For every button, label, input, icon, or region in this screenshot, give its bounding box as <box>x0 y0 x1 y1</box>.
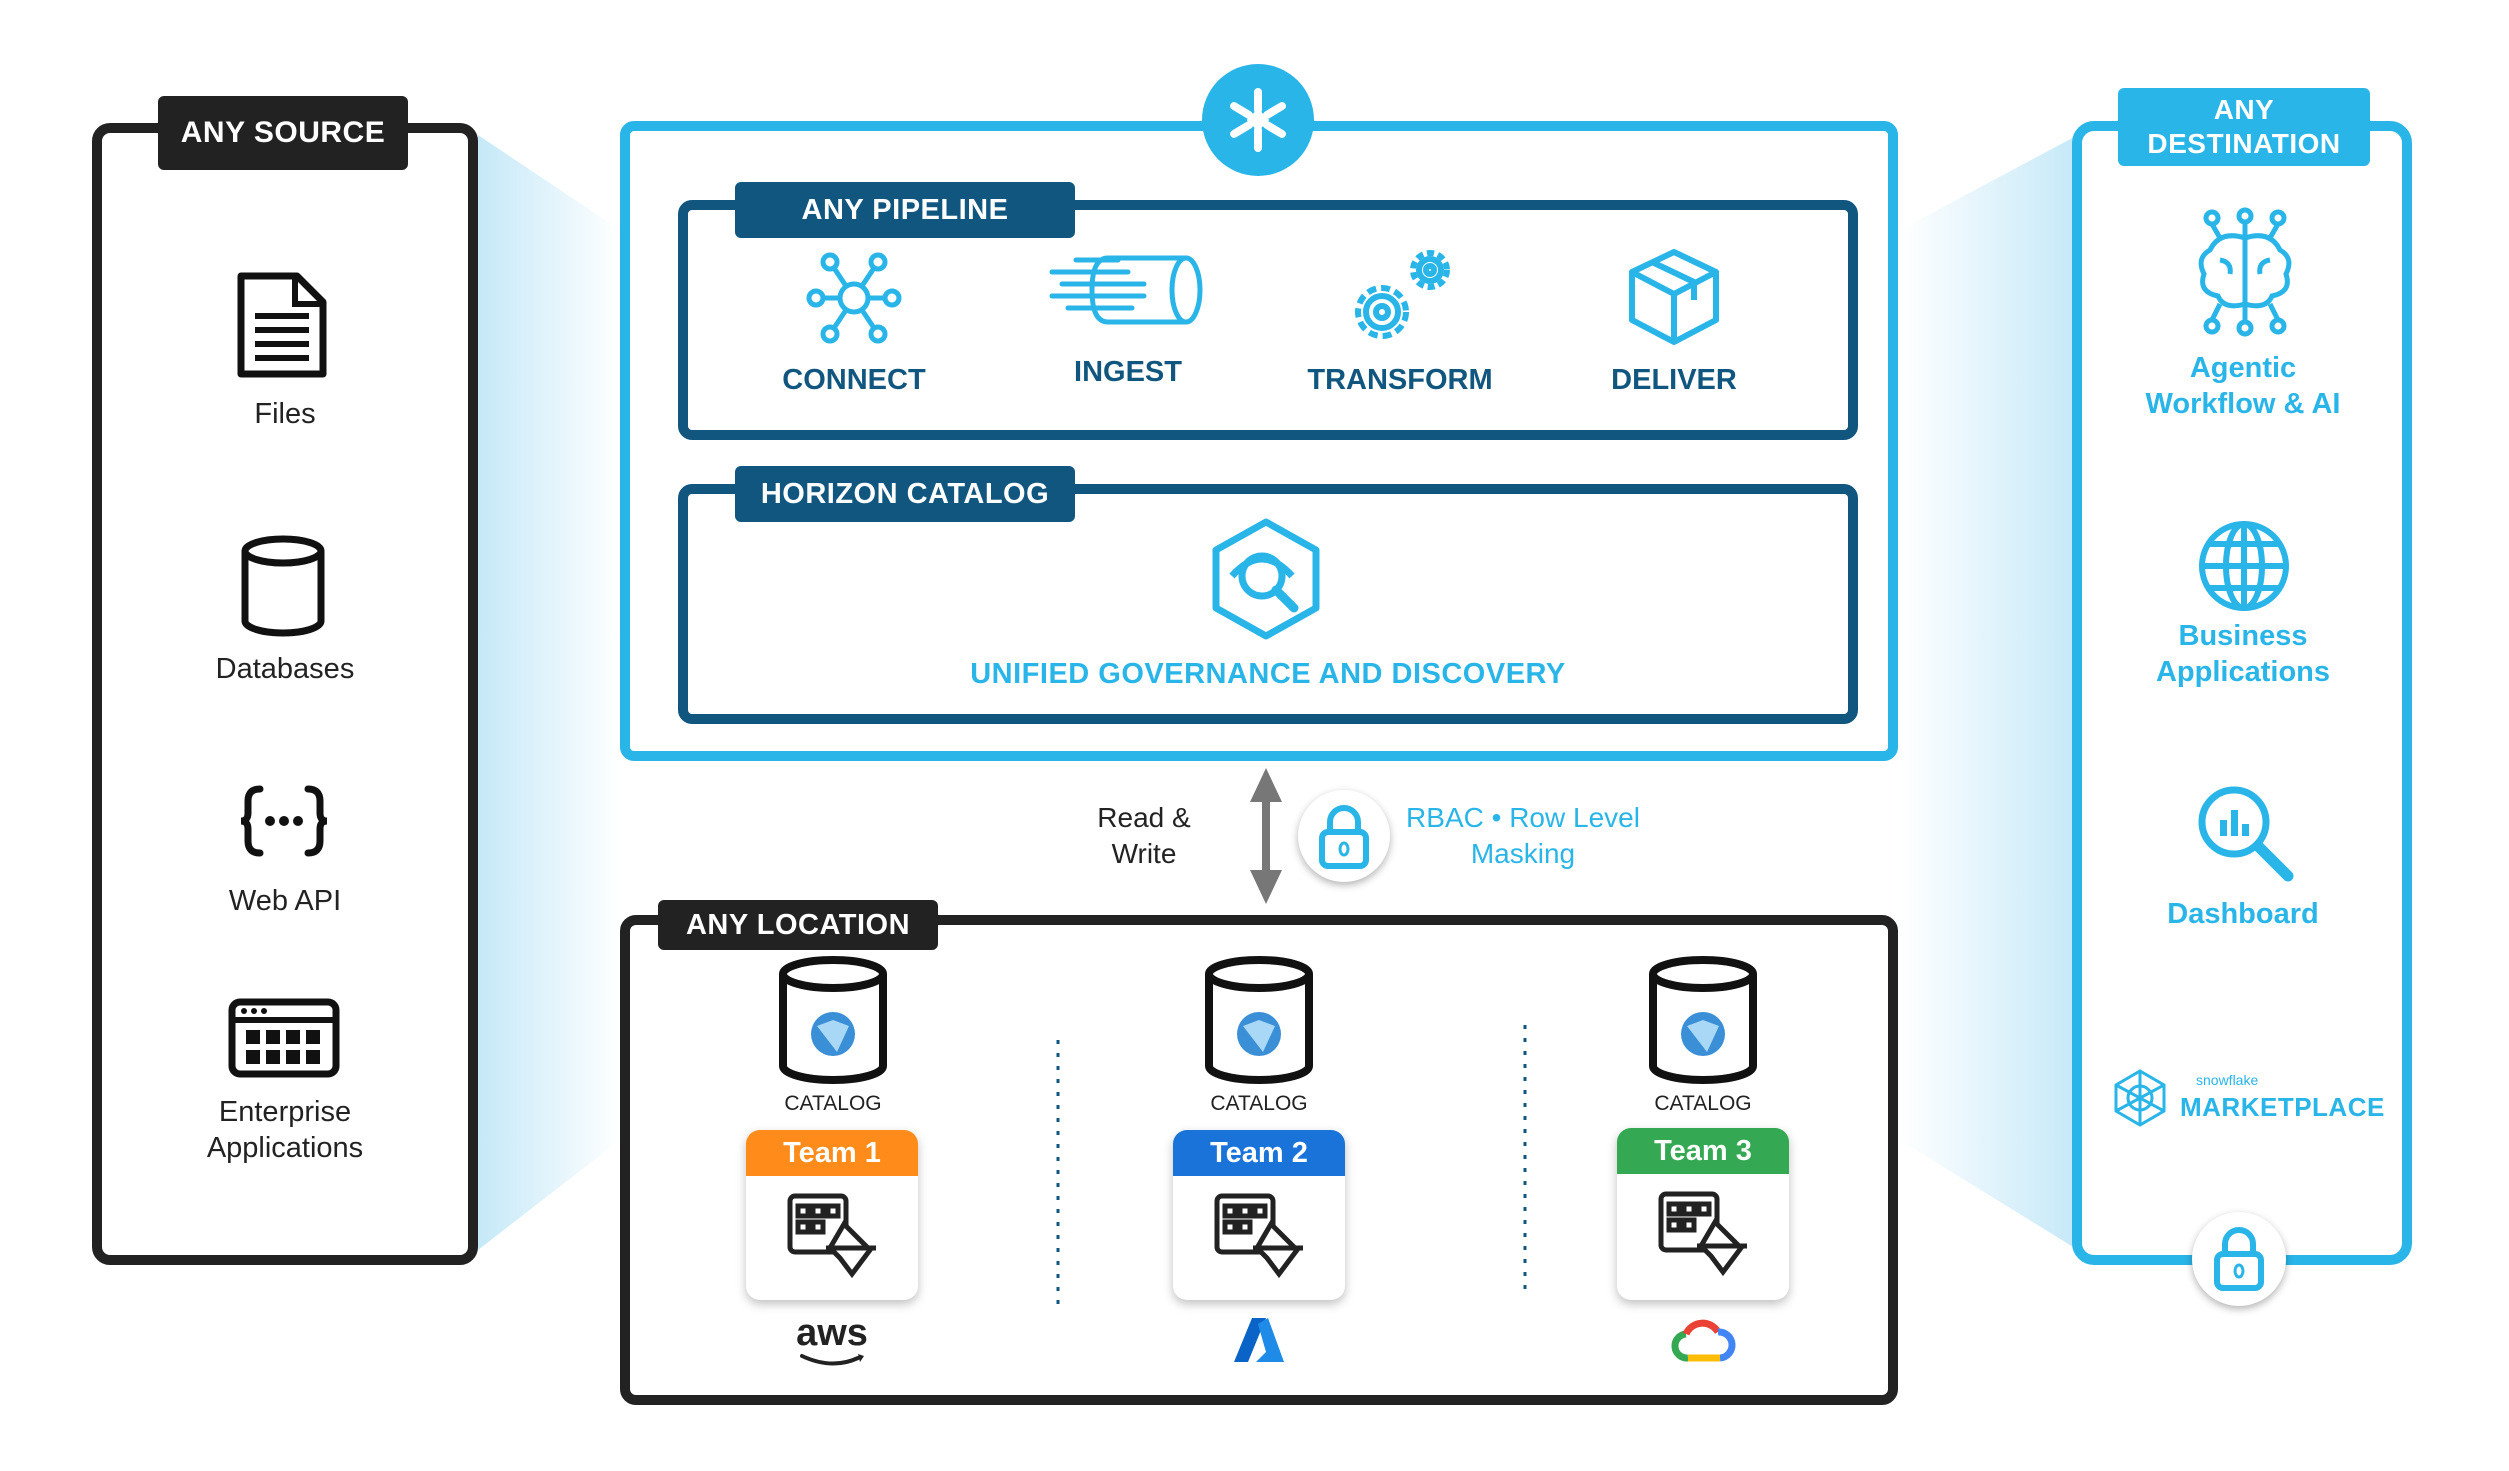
team-card: Team 2 <box>1173 1130 1345 1300</box>
rbac-label: RBAC • Row Level Masking <box>1406 802 1640 869</box>
marketplace-label: MARKETPLACE <box>2180 1092 2385 1122</box>
destination-lock-badge <box>2192 1212 2286 1306</box>
divider-1 <box>1056 1040 1060 1310</box>
rbac-lock-badge <box>1298 790 1390 882</box>
source-title: ANY SOURCE <box>158 96 408 170</box>
source-label-files: Files <box>254 398 316 430</box>
horizon-catalog-title: HORIZON CATALOG <box>735 466 1075 522</box>
braces-icon <box>240 785 328 857</box>
governance-hexagon-icon <box>1212 518 1320 640</box>
table-iceberg-icon <box>1214 1193 1303 1279</box>
pipeline-title: ANY PIPELINE <box>735 182 1075 238</box>
lock-icon <box>1319 805 1369 869</box>
snowflake-platform-panel <box>620 121 1898 761</box>
horizon-catalog-text: UNIFIED GOVERNANCE AND DISCOVERY <box>970 658 1566 690</box>
destination-title: ANY DESTINATION <box>2118 88 2370 166</box>
magnifier-chart-icon <box>2198 786 2294 882</box>
globe-icon <box>2199 521 2289 611</box>
snowflake-logo <box>1202 64 1314 176</box>
app-grid-icon <box>228 998 340 1078</box>
destination-label-dashboard: Dashboard <box>2167 898 2319 930</box>
pipeline-step-connect: CONNECT <box>782 364 926 396</box>
source-label-enterprise-apps: Enterprise Applications <box>206 1096 364 1164</box>
read-write-arrow <box>1250 768 1282 904</box>
pipeline-panel <box>678 200 1858 440</box>
destination-label-agentic: Agentic Workflow & AI <box>2145 352 2341 420</box>
team-card: Team 1 <box>746 1130 918 1300</box>
database-icon <box>241 535 325 637</box>
lock-icon <box>2214 1227 2264 1291</box>
snowflake-icon <box>1230 88 1286 152</box>
location-title: ANY LOCATION <box>658 900 938 950</box>
divider-2 <box>1523 1025 1527 1295</box>
source-label-databases: Databases <box>215 653 355 685</box>
google-cloud-logo-icon <box>1671 1319 1736 1362</box>
horizon-catalog-panel <box>678 484 1858 724</box>
team-name: Team 1 <box>746 1130 918 1176</box>
gears-icon <box>1355 250 1450 339</box>
pipeline-step-deliver: DELIVER <box>1611 364 1737 396</box>
team-name: Team 3 <box>1617 1128 1789 1174</box>
source-label-web-api: Web API <box>228 885 342 917</box>
azure-logo-icon <box>1234 1318 1284 1362</box>
catalog-label: CATALOG <box>784 1092 882 1115</box>
marketplace-brand-small: snowflake <box>2196 1072 2259 1088</box>
pipeline-step-ingest: INGEST <box>1074 356 1182 388</box>
network-icon <box>806 252 902 344</box>
aws-smile-icon <box>800 1354 864 1366</box>
table-iceberg-icon <box>1658 1191 1747 1277</box>
table-iceberg-icon <box>787 1193 876 1279</box>
catalog-database-icon <box>779 956 887 1084</box>
team-card: Team 3 <box>1617 1128 1789 1300</box>
box-icon <box>1629 249 1719 345</box>
team-name: Team 2 <box>1173 1130 1345 1176</box>
catalog-label: CATALOG <box>1654 1092 1752 1115</box>
aws-logo: aws <box>796 1312 868 1354</box>
pipeline-step-transform: TRANSFORM <box>1307 364 1493 396</box>
document-icon <box>237 272 327 378</box>
catalog-database-icon <box>1205 956 1313 1084</box>
read-write-label: Read & Write <box>1097 802 1191 869</box>
catalog-database-icon <box>1649 956 1757 1084</box>
destination-label-business-apps: Business Applications <box>2155 620 2330 688</box>
ingest-icon <box>1049 255 1203 325</box>
catalog-label: CATALOG <box>1210 1092 1308 1115</box>
marketplace-logo-icon <box>2114 1069 2166 1127</box>
brain-circuit-icon <box>2198 207 2292 337</box>
